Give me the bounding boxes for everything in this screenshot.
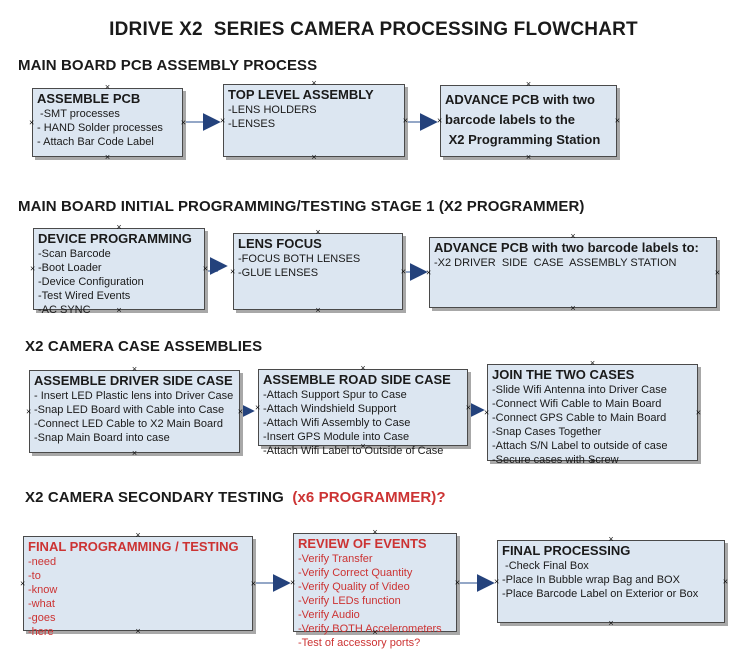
box-title: ADVANCE PCB with two barcode labels to: — [434, 240, 699, 255]
section-heading-pcb-assembly: MAIN BOARD PCB ASSEMBLY PROCESS — [18, 57, 317, 74]
box-items: -SMT processes - HAND Solder processes -… — [37, 108, 163, 148]
section-heading-text: MAIN BOARD PCB ASSEMBLY PROCESS — [18, 57, 318, 74]
box-items: -Scan Barcode -Boot Loader -Device Confi… — [38, 248, 144, 316]
box-items: - Insert LED Plastic lens into Driver Ca… — [34, 390, 234, 444]
box-title: FINAL PROGRAMMING / TESTING — [28, 539, 239, 554]
section-heading-text: MAIN BOARD INITIAL PROGRAMMING/TESTING S… — [18, 198, 585, 215]
box-items: -Slide Wifi Antenna into Driver Case -Co… — [492, 384, 668, 466]
box-title: TOP LEVEL ASSEMBLY — [228, 87, 374, 102]
box-final-programming-testing: FINAL PROGRAMMING / TESTING -need -to -k… — [20, 531, 256, 639]
box-final-processing: FINAL PROCESSING -Check Final Box -Place… — [494, 535, 728, 628]
box-assemble-road-side-case: ASSEMBLE ROAD SIDE CASE -Attach Support … — [255, 364, 471, 458]
box-title: LENS FOCUS — [238, 236, 322, 251]
box-device-programming: DEVICE PROGRAMMING -Scan Barcode -Boot L… — [30, 223, 208, 317]
section-heading-text: X2 CAMERA SECONDARY TESTING — [25, 489, 284, 506]
box-title: ASSEMBLE ROAD SIDE CASE — [263, 372, 451, 387]
box-review-of-events: REVIEW OF EVENTS -Verify Transfer -Verif… — [290, 528, 460, 650]
box-join-the-two-cases: JOIN THE TWO CASES -Slide Wifi Antenna i… — [484, 359, 701, 467]
box-title: DEVICE PROGRAMMING — [38, 231, 192, 246]
box-items: -Check Final Box -Place In Bubble wrap B… — [502, 560, 699, 600]
section-heading-secondary-testing: X2 CAMERA SECONDARY TESTING (x6 PROGRAMM… — [25, 489, 446, 506]
connector-device-programming-to-lens-focus — [205, 257, 228, 275]
box-items: -FOCUS BOTH LENSES -GLUE LENSES — [238, 253, 361, 279]
box-title: FINAL PROCESSING — [502, 543, 631, 558]
section-heading-case-assemblies: X2 CAMERA CASE ASSEMBLIES — [25, 338, 262, 355]
box-lens-focus: LENS FOCUS -FOCUS BOTH LENSES -GLUE LENS… — [230, 228, 406, 315]
box-items: -X2 DRIVER SIDE CASE ASSEMBLY STATION — [434, 257, 677, 269]
box-assemble-driver-side-case: ASSEMBLE DRIVER SIDE CASE - Insert LED P… — [26, 365, 243, 458]
box-title: ASSEMBLE PCB — [37, 91, 141, 106]
box-advance-pcb-programming-station: ADVANCE PCB with two barcode labels to t… — [437, 80, 620, 162]
page-title: IDRIVE X2 SERIES CAMERA PROCESSING FLOWC… — [109, 19, 638, 40]
section-heading-initial-programming: MAIN BOARD INITIAL PROGRAMMING/TESTING S… — [18, 198, 585, 215]
box-title: JOIN THE TWO CASES — [492, 367, 635, 382]
box-title: REVIEW OF EVENTS — [298, 536, 427, 551]
box-title: ADVANCE PCB with two barcode labels to t… — [445, 92, 601, 147]
box-items: -Verify Transfer -Verify Correct Quantit… — [298, 553, 442, 649]
section-heading-red-suffix: (x6 PROGRAMMER)? — [283, 489, 446, 506]
box-assemble-pcb: ASSEMBLE PCB -SMT processes - HAND Solde… — [29, 83, 186, 162]
box-advance-pcb-case-assembly-station: ADVANCE PCB with two barcode labels to: … — [426, 232, 720, 313]
section-heading-text: X2 CAMERA CASE ASSEMBLIES — [25, 338, 263, 355]
box-items: -need -to -know -what -goes -here — [28, 556, 58, 638]
box-items: -LENS HOLDERS -LENSES — [228, 104, 317, 130]
box-items: -Attach Support Spur to Case -Attach Win… — [263, 389, 444, 457]
box-top-level-assembly: TOP LEVEL ASSEMBLY -LENS HOLDERS -LENSES… — [220, 79, 408, 162]
box-title: ASSEMBLE DRIVER SIDE CASE — [34, 373, 233, 388]
